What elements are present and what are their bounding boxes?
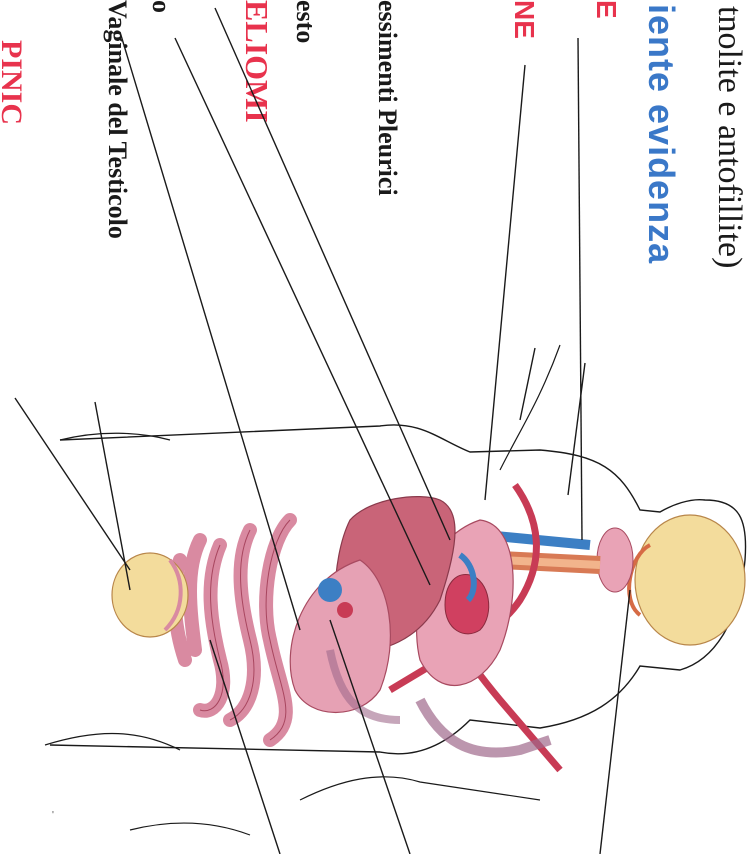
skull-shape (635, 515, 745, 645)
leader-line-head (600, 590, 630, 854)
pelvis (112, 553, 188, 637)
arm-outline-lower (300, 777, 540, 800)
leader-line-esto (175, 38, 430, 585)
heart (445, 575, 489, 634)
small-mark: ' (52, 810, 54, 821)
leader-line-intestine (210, 640, 280, 854)
leader-line-arm (568, 363, 585, 495)
leader-line-bottom (15, 398, 130, 570)
leader-line-e (578, 38, 582, 540)
oral-cavity (597, 528, 633, 592)
leader-line-eliomi (120, 32, 300, 630)
leader-line-pleural (215, 8, 450, 540)
